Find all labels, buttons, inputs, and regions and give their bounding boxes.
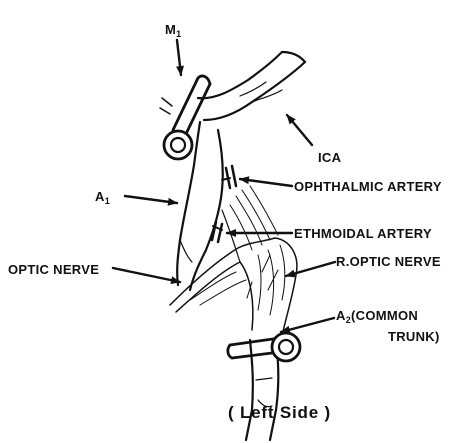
a2-label: A2(COMMON: [336, 308, 418, 325]
a1-label: A1: [95, 189, 110, 206]
ica-label: ICA: [318, 150, 342, 165]
optic-label: OPTIC NERVE: [8, 262, 99, 277]
trunk-label: TRUNK): [388, 329, 440, 344]
a2-arrow: [281, 318, 334, 332]
a1-arrow: [125, 196, 177, 203]
ophthalmic-label: OPHTHALMIC ARTERY: [294, 179, 442, 194]
m1-clip: [160, 76, 210, 159]
ophthalmic-artery-shape: [226, 166, 236, 188]
ethmoidal-label: ETHMOIDAL ARTERY: [294, 226, 432, 241]
ica-arrow: [287, 115, 312, 145]
caption: ( Left Side ): [228, 403, 331, 422]
optic-arrow: [113, 268, 180, 282]
r-optic-arrow: [286, 262, 335, 276]
m1-arrow: [177, 40, 181, 75]
optic-nerve-shape: [170, 186, 297, 345]
a2-clip: [228, 333, 300, 361]
m1-label: M1: [165, 22, 181, 39]
ethmoidal-artery-shape: [212, 222, 222, 242]
r-optic-label: R.OPTIC NERVE: [336, 254, 441, 269]
ophthalmic-arrow: [240, 179, 292, 186]
ica-vessel: [198, 52, 305, 120]
